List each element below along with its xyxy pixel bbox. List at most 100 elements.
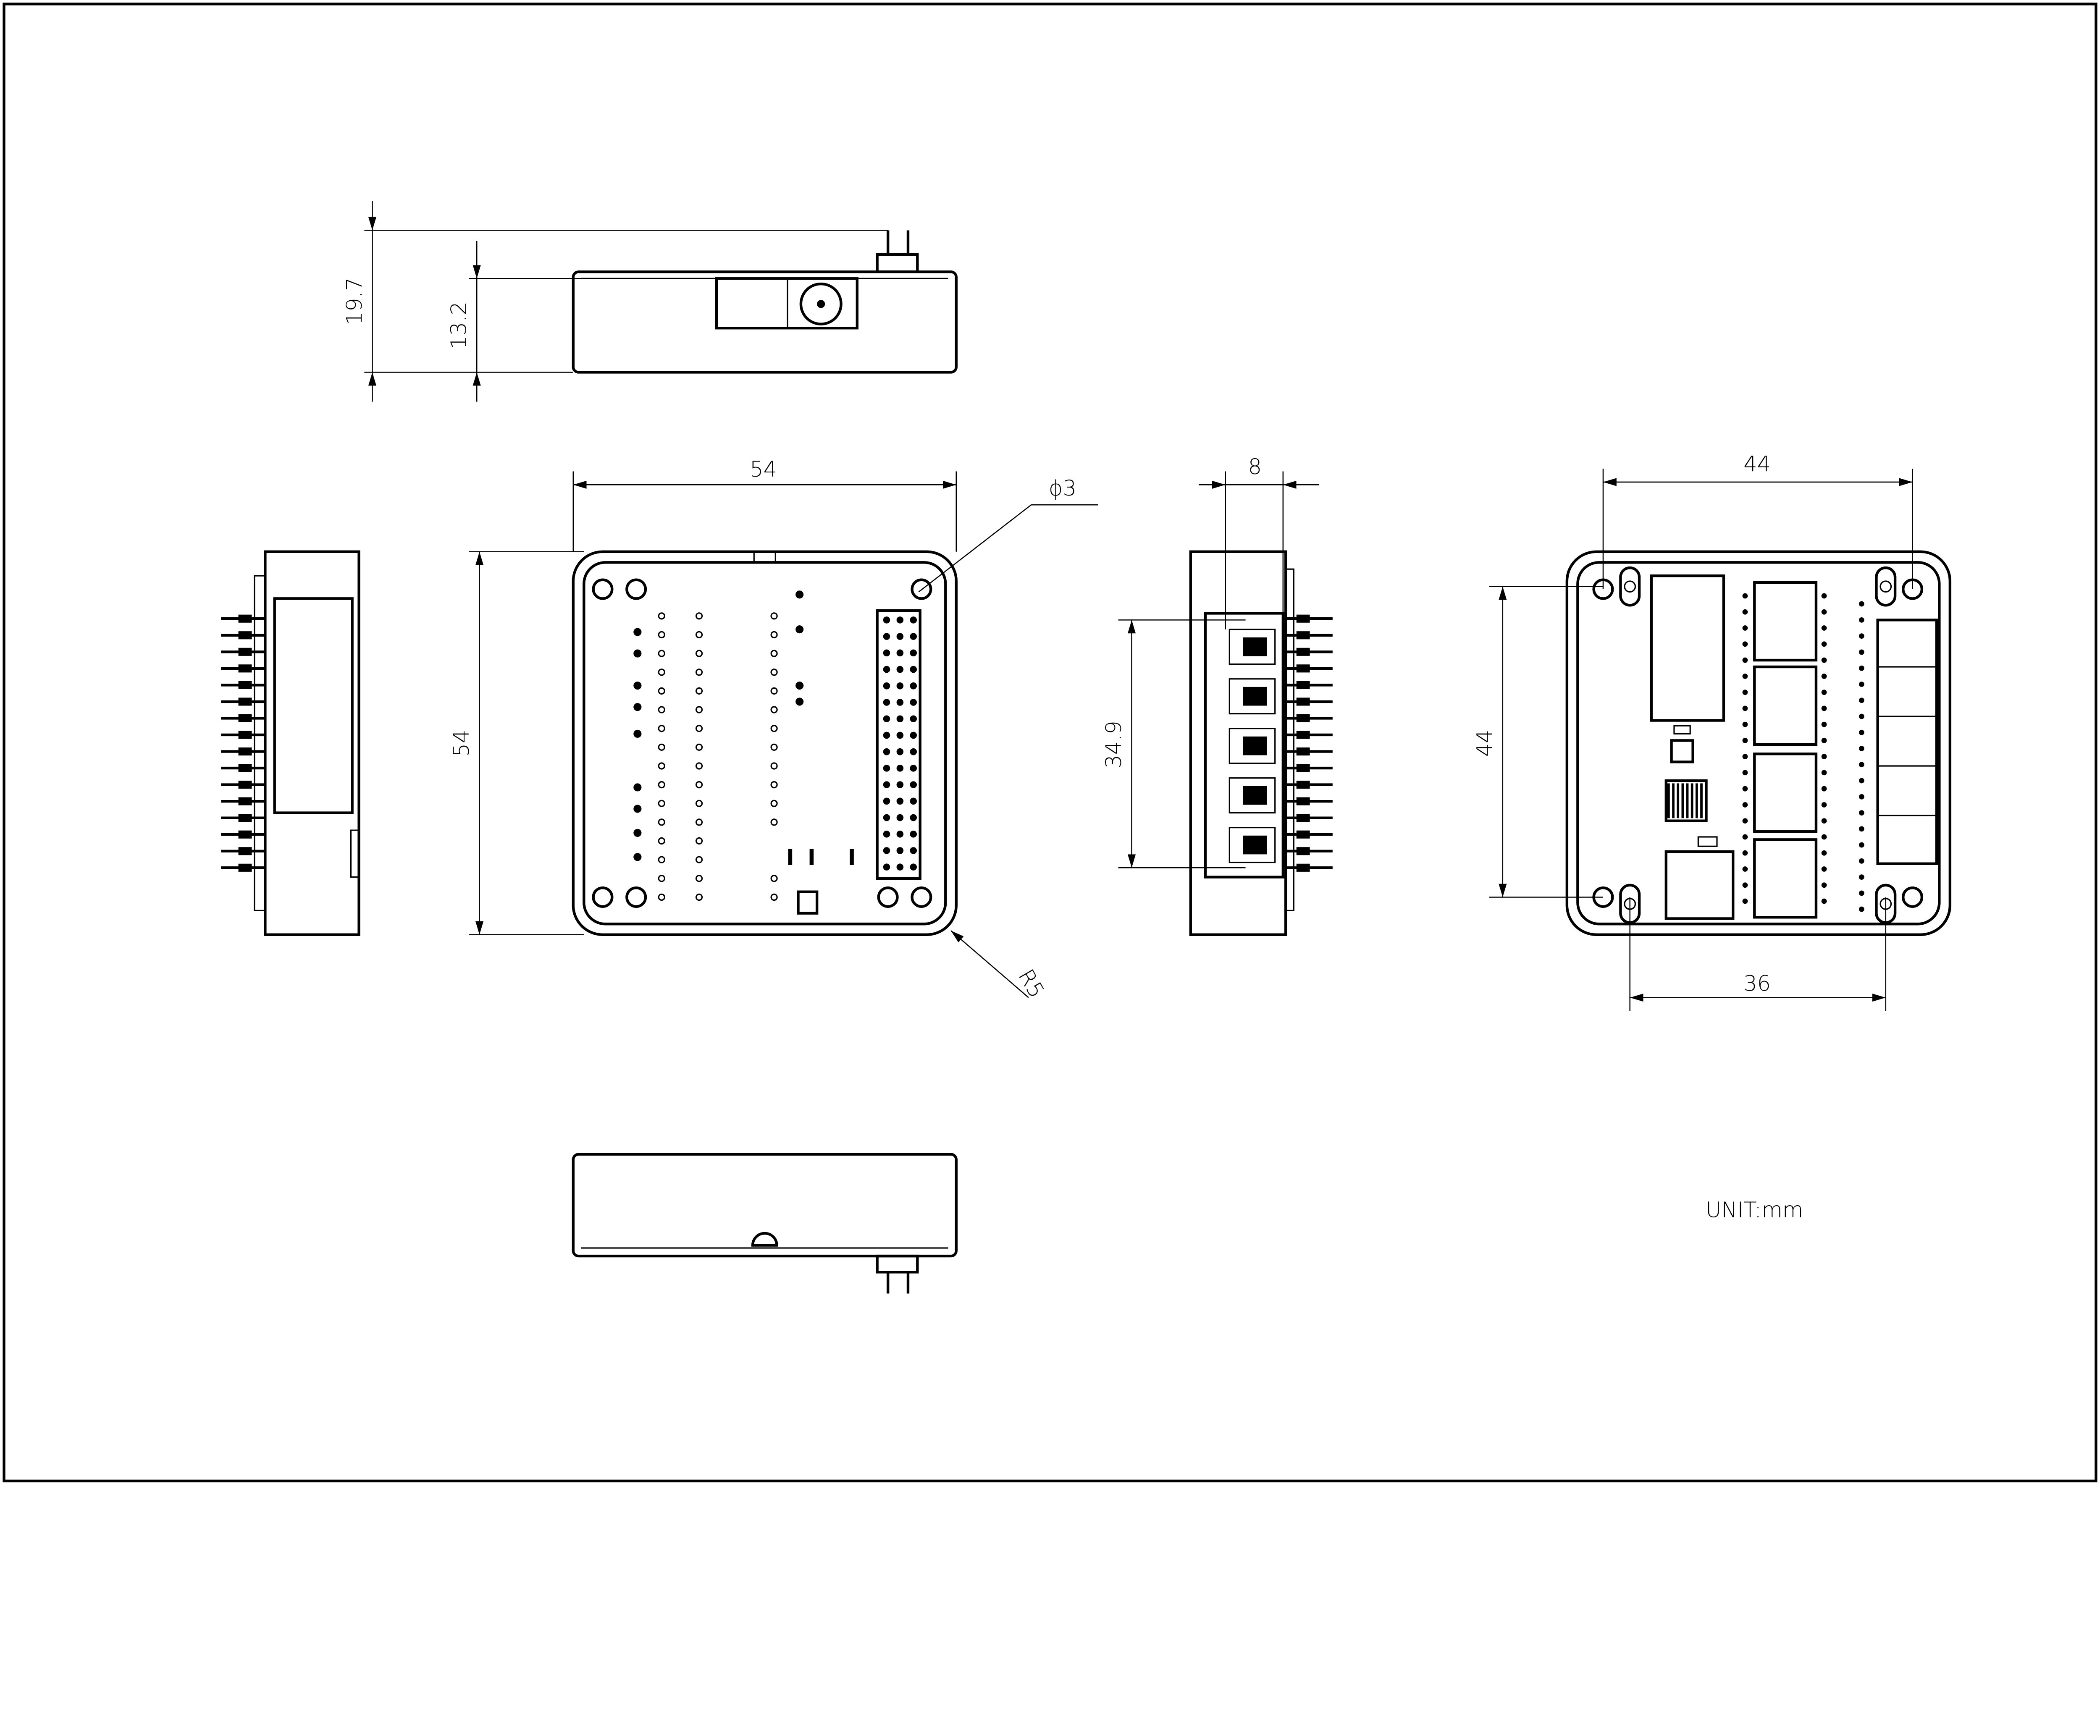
via <box>1742 834 1748 840</box>
pin-collar <box>1296 747 1310 756</box>
ic-pin <box>1681 783 1684 818</box>
via <box>1821 705 1827 711</box>
left-side-view <box>221 550 360 936</box>
via <box>770 743 778 751</box>
pad <box>633 703 642 711</box>
pin-collar <box>1296 830 1310 839</box>
dimension-width: 54 <box>572 457 957 552</box>
pin-collar <box>1296 797 1310 805</box>
mounting-slot <box>1875 566 1897 607</box>
header-pin <box>910 830 917 838</box>
terminal-screw <box>1243 736 1267 755</box>
via <box>1859 601 1864 607</box>
header-pin <box>883 715 890 723</box>
via <box>1742 770 1748 776</box>
header-pin <box>883 781 890 788</box>
via <box>770 800 778 807</box>
via <box>1859 906 1864 912</box>
via <box>1742 625 1748 631</box>
via <box>658 687 665 695</box>
label-34.9: 34.9 <box>1102 721 1126 768</box>
ic-pin <box>1686 783 1689 818</box>
header-pin <box>910 797 917 805</box>
via <box>1821 721 1827 727</box>
pin-collar <box>238 863 252 872</box>
terminal-screw <box>1243 786 1267 805</box>
terminal-block <box>1228 827 1276 863</box>
pad <box>795 682 804 690</box>
via <box>1821 738 1827 743</box>
pin-collar <box>1296 714 1310 723</box>
pin-collar <box>238 714 252 723</box>
header-pin <box>883 616 890 624</box>
via <box>1859 649 1864 655</box>
pin-collar <box>1296 631 1310 640</box>
pin-collar <box>238 797 252 805</box>
via <box>1859 890 1864 896</box>
via <box>695 893 703 901</box>
pin-collar <box>238 747 252 756</box>
header-pin <box>910 781 917 788</box>
header-pin <box>896 732 904 739</box>
header-pin <box>883 649 890 657</box>
via <box>695 818 703 826</box>
label-44-horizontal: 44 <box>1743 452 1771 477</box>
via <box>1859 874 1864 880</box>
label-r5: R5 <box>1013 965 1049 1002</box>
via <box>1859 698 1864 703</box>
via <box>1821 593 1827 599</box>
mounting-hole <box>592 886 614 908</box>
corner-radius-callout: R5 <box>950 930 1049 1002</box>
header-pin <box>896 765 904 772</box>
header-pin <box>883 633 890 640</box>
header-pin <box>910 616 917 624</box>
header-pin <box>910 633 917 640</box>
header-pin <box>910 765 917 772</box>
via <box>695 743 703 751</box>
header-pin <box>883 732 890 739</box>
via <box>1821 770 1827 776</box>
via <box>1821 882 1827 888</box>
header-pin <box>896 616 904 624</box>
via <box>770 669 778 676</box>
dimension-overall-height: 19.7 <box>342 201 888 402</box>
via <box>695 687 703 695</box>
slot-hole <box>1880 580 1892 593</box>
pad <box>633 649 642 658</box>
via <box>658 669 665 676</box>
pin-collar <box>238 814 252 822</box>
header-pin <box>896 715 904 723</box>
label-depth-54: 54 <box>449 729 474 757</box>
via <box>1742 754 1748 760</box>
dimension-side-thickness: 8 <box>1198 455 1319 629</box>
technical-drawing: 19.7 13.2 54 54 ϕ3 R5 <box>3 3 2097 1482</box>
header-pin <box>896 863 904 871</box>
via <box>1742 866 1748 872</box>
unit-label: UNIT:mm <box>1706 1198 1803 1223</box>
header-pin <box>883 699 890 706</box>
via <box>1859 762 1864 768</box>
via <box>658 612 665 620</box>
via <box>1859 826 1864 832</box>
via <box>770 631 778 639</box>
bottom-elevation-view <box>572 1153 958 1294</box>
pad <box>633 853 642 861</box>
via <box>1821 609 1827 615</box>
pin-collar <box>1296 847 1310 855</box>
terminal-screw <box>1243 835 1267 855</box>
header-pin <box>910 732 917 739</box>
mounting-hole <box>911 578 932 600</box>
pad <box>633 805 642 813</box>
via <box>1742 673 1748 679</box>
dimension-body-height: 13.2 <box>447 241 581 402</box>
pin-collar <box>1296 614 1310 623</box>
via <box>770 893 778 901</box>
pcb-plan-view <box>1565 550 1952 936</box>
hole-diameter-callout: ϕ3 <box>918 476 1098 593</box>
via <box>1742 898 1748 904</box>
via <box>1821 850 1827 856</box>
via <box>770 762 778 770</box>
via <box>1821 754 1827 760</box>
mounting-slot <box>1619 566 1641 607</box>
pin-collar <box>1296 731 1310 739</box>
